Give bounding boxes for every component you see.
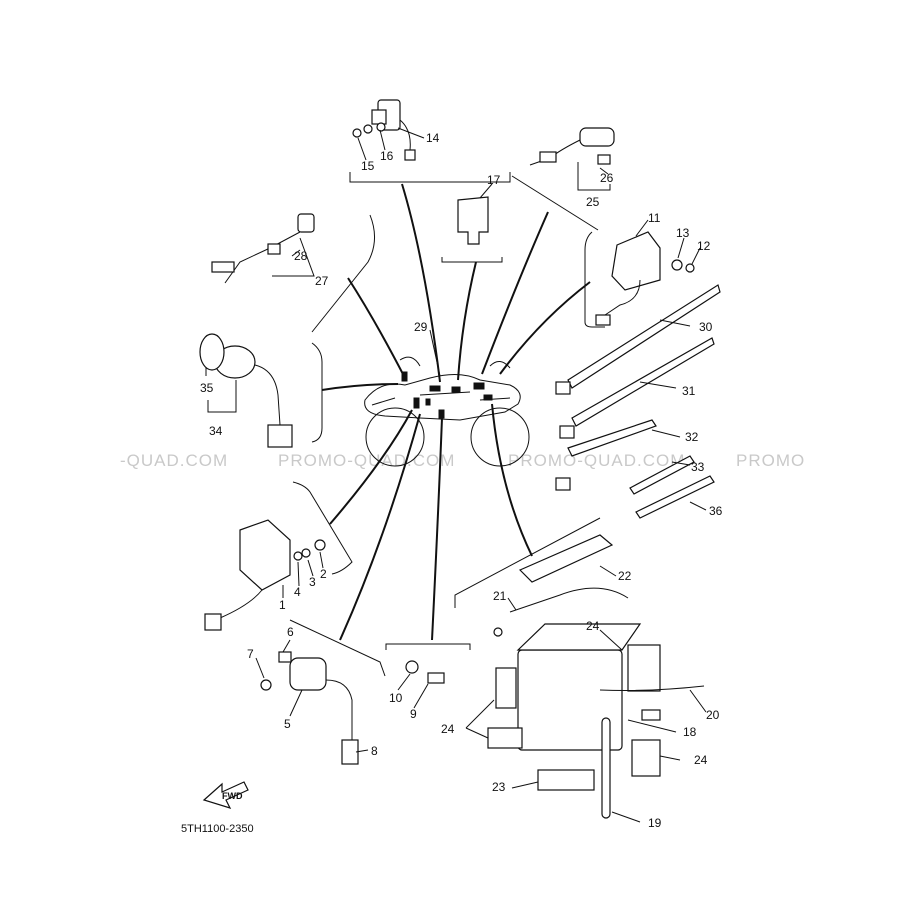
callout-33: 33 (691, 460, 705, 474)
wire-bands-part (555, 284, 721, 519)
callout-5: 5 (284, 717, 291, 731)
main-switch-part (199, 333, 293, 448)
callout-32: 32 (685, 430, 699, 444)
fwd-label: FWD (222, 791, 243, 801)
callout-22: 22 (618, 569, 632, 583)
callout-35: 35 (200, 381, 214, 395)
callout-28: 28 (294, 249, 308, 263)
callout-12: 12 (697, 239, 711, 253)
callout-30: 30 (699, 320, 713, 334)
vehicle-outline (364, 356, 530, 467)
ignition-coil-part (260, 651, 359, 765)
callout-21: 21 (493, 589, 507, 603)
callout-19: 19 (648, 816, 662, 830)
callout-1: 1 (279, 598, 286, 612)
watermark: -QUAD.COM PROMO-QUAD.COM PROMO-QUAD.COM … (120, 451, 805, 470)
callout-29: 29 (414, 320, 428, 334)
callout-9: 9 (410, 707, 417, 721)
callout-18: 18 (683, 725, 697, 739)
callout-numbers: 1 2 3 4 5 6 7 8 9 10 11 12 13 14 15 16 1… (200, 131, 723, 830)
callout-24-right: 24 (694, 753, 708, 767)
callout-6: 6 (287, 625, 294, 639)
callout-3: 3 (309, 575, 316, 589)
callout-13: 13 (676, 226, 690, 240)
sensor-9-10-part (405, 660, 445, 684)
callout-14: 14 (426, 131, 440, 145)
callout-36: 36 (709, 504, 723, 518)
callout-27: 27 (315, 274, 329, 288)
callout-34: 34 (209, 424, 223, 438)
group-brackets (289, 172, 605, 677)
neutral-switch-part (211, 213, 315, 284)
reference-code: 5TH1100-2350 (181, 823, 254, 835)
battery-part (487, 623, 705, 819)
callout-26: 26 (600, 171, 614, 185)
callout-31: 31 (682, 384, 696, 398)
callout-7: 7 (247, 647, 254, 661)
watermark-text-3: PROMO-QUAD.COM (508, 451, 685, 470)
callout-11: 11 (648, 211, 661, 225)
callout-24-left: 24 (441, 722, 455, 736)
callout-25: 25 (586, 195, 600, 209)
callout-24-top: 24 (586, 619, 600, 633)
leader-wires (321, 183, 591, 641)
starter-relay-part (352, 99, 416, 161)
cdi-unit-part (204, 519, 326, 631)
callout-leaders (205, 127, 707, 823)
watermark-text-4: PROMO (736, 451, 805, 470)
sensor-lead-part (529, 127, 615, 166)
callout-15: 15 (361, 159, 375, 173)
callout-2: 2 (320, 567, 327, 581)
watermark-text-2: PROMO-QUAD.COM (278, 451, 455, 470)
callout-10: 10 (389, 691, 403, 705)
battery-band-part (518, 534, 614, 583)
fwd-arrow-icon: FWD (202, 781, 249, 809)
callout-16: 16 (380, 149, 394, 163)
rectifier-part (595, 231, 695, 326)
watermark-text-1: -QUAD.COM (120, 451, 228, 470)
callout-20: 20 (706, 708, 720, 722)
callout-8: 8 (371, 744, 378, 758)
callout-4: 4 (294, 585, 301, 599)
callout-23: 23 (492, 780, 506, 794)
relay-cover-part (457, 196, 489, 245)
callout-17: 17 (487, 173, 501, 187)
battery-lead-part (493, 587, 629, 637)
